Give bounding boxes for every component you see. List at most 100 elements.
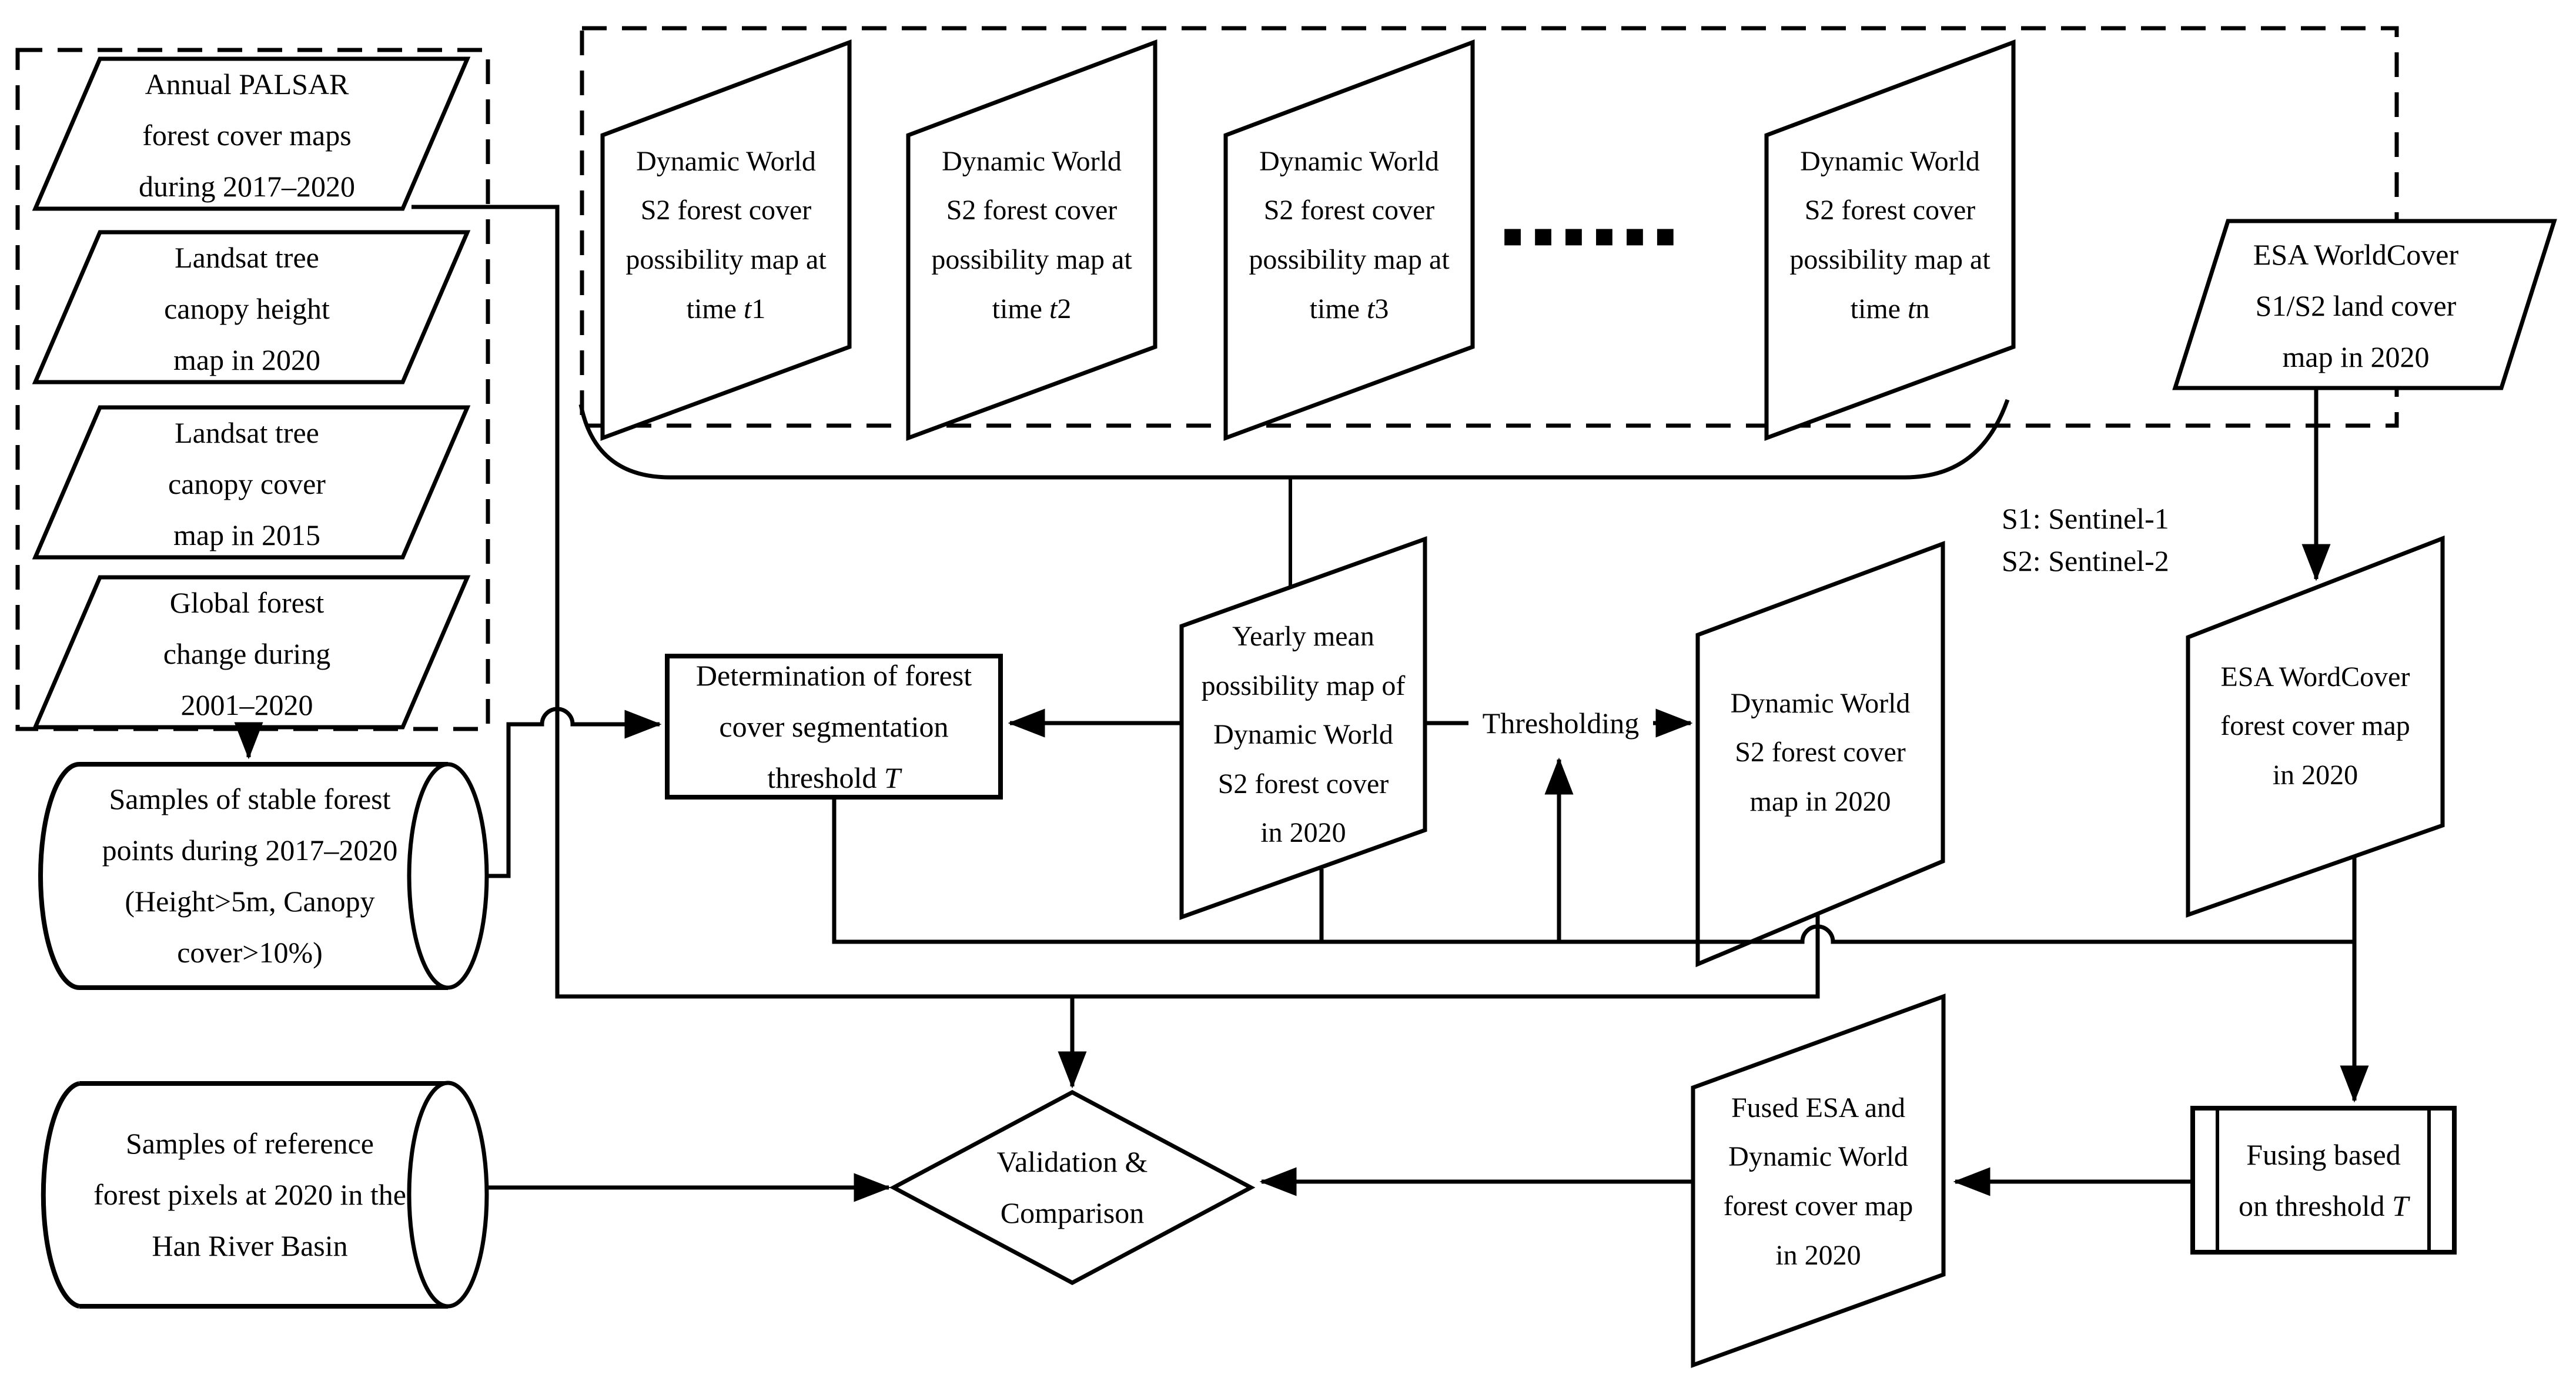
label-line: Landsat tree — [175, 240, 319, 274]
inputs-dashed-group-box — [15, 48, 490, 731]
dw-maps-ellipsis-dots: ▪▪▪▪▪▪ — [1501, 194, 1681, 276]
label-line: S2 forest cover — [1735, 737, 1906, 768]
legend-line: S2: Sentinel-2 — [2002, 544, 2169, 577]
label-line: (Height>5m, Canopy — [125, 885, 375, 918]
label-line: Dynamic World — [942, 145, 1122, 177]
label-line: Fused ESA and — [1731, 1092, 1905, 1123]
label-line: Dynamic World — [636, 145, 816, 177]
stable-samples-to-determination-arrow — [487, 707, 662, 878]
label-line: possibility map at — [931, 244, 1132, 275]
label-line: ESA WorldCover — [2253, 238, 2459, 271]
canopy-height-input-label: Landsat tree canopy height map in 2020 — [68, 241, 426, 376]
label-line: time t1 — [686, 293, 766, 325]
dw-forest-map-shape — [1695, 540, 1945, 968]
fusing-label: Fusing based on threshold T — [2225, 1117, 2422, 1243]
label-line: cover>10%) — [177, 936, 323, 969]
esa-forest-map-label: ESA WordCover forest cover map in 2020 — [2191, 594, 2440, 858]
label-line: map in 2020 — [2282, 340, 2430, 373]
canopy-cover-input-label: Landsat tree canopy cover map in 2015 — [68, 416, 426, 551]
fused-map-shape — [1691, 994, 1946, 1368]
determination-busA-line — [832, 797, 2354, 944]
dw-group-brace — [578, 399, 2010, 480]
yearly-mean-label: Yearly mean possibility map of Dynamic W… — [1183, 600, 1424, 870]
label-line: Comparison — [1000, 1196, 1145, 1229]
label-line: points during 2017–2020 — [102, 834, 398, 867]
reference-samples-label: Samples of reference forest pixels at 20… — [62, 1095, 438, 1295]
label-line: possibility map of — [1201, 670, 1406, 701]
dw-map-t1-label: Dynamic World S2 forest cover possibilit… — [605, 100, 847, 370]
label-line: Samples of reference — [126, 1126, 374, 1160]
thresholding-label: Thresholding — [1482, 706, 1640, 740]
legend-sentinel2: S2: Sentinel-2 — [2002, 539, 2307, 583]
legend-line: S1: Sentinel-1 — [2002, 502, 2169, 535]
canopy-cover-input-shape — [32, 405, 471, 560]
label-line: Han River Basin — [152, 1229, 348, 1262]
forest-change-input-shape — [32, 575, 471, 730]
determination-label: Determination of forest cover segmentati… — [673, 659, 995, 794]
label-line: Samples of stable forest — [109, 782, 391, 815]
label-line: possibility map at — [1249, 244, 1450, 275]
dw-map-tn-label: Dynamic World S2 forest cover possibilit… — [1769, 100, 2010, 370]
ellipsis-dots: ▪▪▪▪▪▪ — [1501, 216, 1685, 254]
label-line: Dynamic World — [1259, 145, 1439, 177]
label-line: S2 forest cover — [1263, 195, 1435, 226]
label-line: map in 2020 — [1749, 785, 1891, 817]
label-line: in 2020 — [2272, 759, 2358, 791]
validation-diamond-shape — [889, 1090, 1256, 1285]
label-line: during 2017–2020 — [138, 169, 356, 203]
label-line: Validation & — [996, 1145, 1148, 1178]
label-line: forest cover map — [2220, 710, 2410, 742]
dynamic-world-dashed-group-box — [580, 26, 2399, 428]
label-line: Yearly mean — [1232, 621, 1374, 653]
label-line: possibility map at — [1789, 244, 1990, 275]
validation-label: Validation & Comparison — [955, 1132, 1190, 1243]
dw-map-t2-label: Dynamic World S2 forest cover possibilit… — [911, 100, 1152, 370]
label-line: Global forest — [169, 586, 324, 619]
fused-map-label: Fused ESA and Dynamic World forest cover… — [1696, 1046, 1941, 1317]
stable-samples-label: Samples of stable forest points during 2… — [62, 776, 438, 976]
label-line: 2001–2020 — [180, 688, 313, 721]
label-line: time t2 — [992, 293, 1072, 325]
label-line: S2 forest cover — [1217, 768, 1389, 800]
label-line: S1/S2 land cover — [2255, 289, 2457, 322]
dw-map-t2-shape — [906, 39, 1157, 442]
palsar-input-shape — [32, 56, 471, 211]
label-line: in 2020 — [1260, 817, 1346, 849]
label-line: forest cover map — [1723, 1190, 1913, 1222]
label-line: time t3 — [1309, 293, 1389, 325]
label-line: time tn — [1850, 293, 1930, 325]
label-line: Landsat tree — [175, 416, 319, 449]
label-line: map in 2015 — [173, 518, 320, 551]
label-line: Determination of forest — [695, 658, 972, 692]
label-line: possibility map at — [625, 244, 827, 275]
label-line: S2 forest cover — [640, 195, 812, 226]
reference-samples-cylinder-cap — [407, 1081, 489, 1309]
esa-forest-map-shape — [2186, 535, 2445, 918]
label-line: forest cover maps — [142, 118, 352, 152]
label-line: threshold T — [767, 761, 901, 794]
yearly-mean-shape — [1179, 536, 1427, 920]
label-line: Dynamic World — [1213, 719, 1393, 751]
determination-box-shape — [665, 654, 1003, 800]
esa-landcover-input-label: ESA WorldCover S1/S2 land cover map in 2… — [2196, 235, 2516, 376]
legend-sentinel1: S1: Sentinel-1 — [2002, 497, 2307, 541]
canopy-height-input-shape — [32, 230, 471, 384]
dw-map-t1-shape — [600, 39, 852, 442]
dw-map-t3-shape — [1223, 39, 1475, 442]
forest-change-input-label: Global forest change during 2001–2020 — [68, 586, 426, 721]
palsar-to-busB-line — [412, 205, 1820, 999]
dw-map-tn-shape — [1764, 39, 2016, 442]
label-line: cover segmentation — [719, 710, 949, 743]
label-line: Dynamic World — [1800, 145, 1980, 177]
dw-forest-map-label: Dynamic World S2 forest cover map in 202… — [1701, 617, 1940, 888]
palsar-input-label: Annual PALSAR forest cover maps during 2… — [68, 68, 426, 203]
label-line: Fusing based — [2246, 1138, 2401, 1171]
label-line: on threshold T — [2239, 1189, 2408, 1222]
label-line: Dynamic World — [1730, 687, 1911, 719]
esa-landcover-input-shape — [2172, 219, 2557, 390]
label-line: change during — [163, 637, 331, 670]
label-line: in 2020 — [1775, 1239, 1861, 1271]
label-line: ESA WordCover — [2220, 661, 2410, 693]
